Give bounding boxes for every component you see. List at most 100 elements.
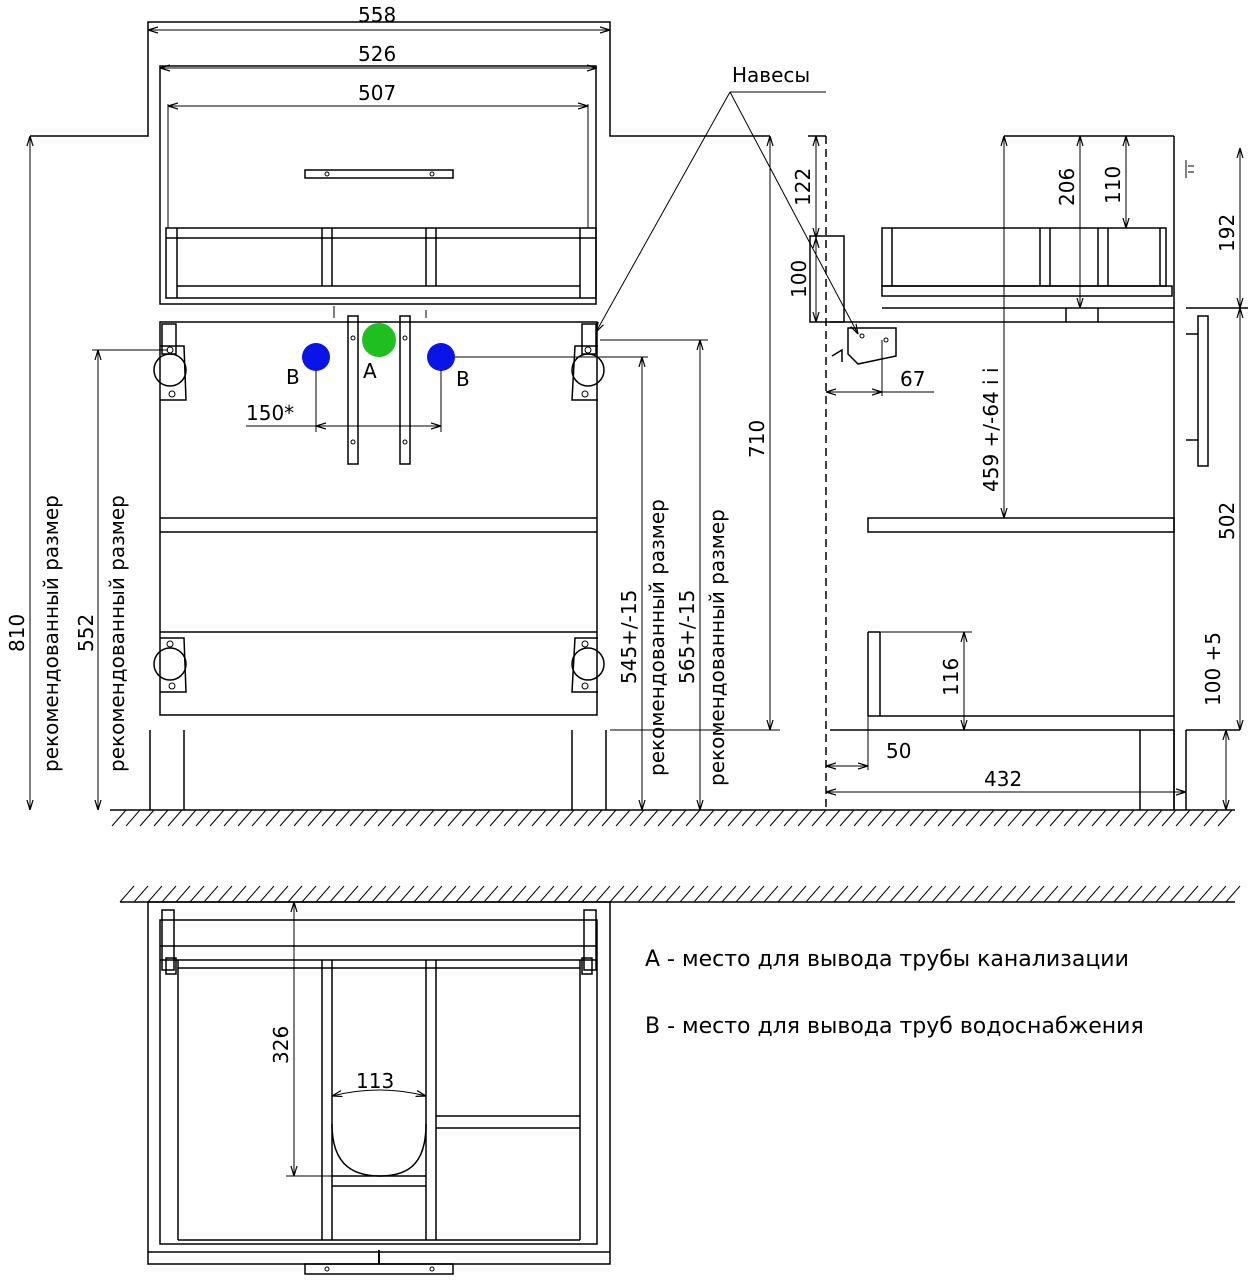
hatch-mark [273,885,289,903]
hatch-mark [377,809,393,827]
hatch-mark [413,885,429,903]
hatch-mark [763,885,779,903]
hatch-mark [1007,809,1023,827]
legend-a: A - место для вывода трубы канализации [645,947,1129,972]
hatch-mark [175,885,191,903]
front-dimensions: 558 526 507 810 рекомендованный размер 5… [5,3,780,810]
hatch-mark [237,809,253,827]
hatch-mark [741,809,757,827]
hatch-mark [699,809,715,827]
hatch-mark [483,885,499,903]
dim-502: 502 [1215,502,1239,540]
hatch-mark [567,885,583,903]
hatch-mark [811,809,827,827]
hatch-mark [111,809,127,827]
hatch-mark [189,885,205,903]
recommended-label-1: рекомендованный размер [39,495,63,772]
hatch-mark [293,809,309,827]
hatch-mark [1063,809,1079,827]
hatch-mark [461,809,477,827]
hatch-mark [881,809,897,827]
hatch-mark [1161,809,1177,827]
hatch-mark [447,809,463,827]
front-view [30,21,770,810]
hatch-mark [839,809,855,827]
hatch-mark [609,885,625,903]
hatch-mark [531,809,547,827]
hatch-mark [203,885,219,903]
hatch-mark [1091,809,1107,827]
label-b-right: B [456,367,470,391]
dim-526: 526 [358,42,396,66]
hatch-mark [1225,885,1241,903]
plan-dimensions: 326 113 [269,902,426,1177]
hatch-mark [847,885,863,903]
hatch-mark [259,885,275,903]
hatch-mark [601,809,617,827]
recommended-label-3: рекомендованный размер [645,499,669,776]
wall-bottom-view [119,885,1241,903]
dim-192: 192 [1215,214,1239,252]
hatch-mark [559,809,575,827]
hatch-mark [217,885,233,903]
hatch-mark [931,885,947,903]
hatch-mark [679,885,695,903]
hatch-mark [945,885,961,903]
dim-100: 100 [787,260,811,298]
hatch-mark [349,809,365,827]
dim-565: 565+/-15 [675,590,699,684]
hatch-mark [497,885,513,903]
hatch-mark [937,809,953,827]
drain-point-a [362,323,396,357]
hatch-mark [1183,885,1199,903]
hatch-mark [475,809,491,827]
hatch-mark [223,809,239,827]
hatch-mark [195,809,211,827]
hatch-mark [489,809,505,827]
hatch-mark [545,809,561,827]
hatch-mark [581,885,597,903]
hatch-mark [231,885,247,903]
hatch-mark [321,809,337,827]
hatch-mark [867,809,883,827]
hatch-mark [153,809,169,827]
hatch-mark [335,809,351,827]
hatch-mark [139,809,155,827]
hatch-mark [895,809,911,827]
hatch-mark [363,809,379,827]
dim-810: 810 [5,614,29,652]
legend: A - место для вывода трубы канализации B… [645,947,1144,1039]
hatch-mark [825,809,841,827]
hatch-mark [539,885,555,903]
hatch-mark [1155,885,1171,903]
hatch-mark [713,809,729,827]
hatch-mark [1147,809,1163,827]
recommended-label-2: рекомендованный размер [105,495,129,772]
hatch-mark [1141,885,1157,903]
recommended-label-4: рекомендованный размер [705,509,729,786]
hatch-mark [665,885,681,903]
hinge-front-left-top [153,323,187,401]
hatch-mark [951,809,967,827]
hatch-mark [875,885,891,903]
hatch-mark [391,809,407,827]
hatch-mark [685,809,701,827]
dim-150: 150* [246,401,294,425]
hatch-mark [889,885,905,903]
hatch-mark [469,885,485,903]
hatch-mark [909,809,925,827]
hatch-mark [643,809,659,827]
hatch-mark [119,885,135,903]
hatch-mark [1035,809,1051,827]
hatch-mark [749,885,765,903]
hatch-mark [329,885,345,903]
hatch-mark [301,885,317,903]
hatch-mark [1197,885,1213,903]
hatch-mark [1203,809,1219,827]
hatch-mark [853,809,869,827]
dim-432: 432 [984,767,1022,791]
water-point-b-right [427,343,455,371]
hatch-mark [1015,885,1031,903]
hatch-mark [251,809,267,827]
